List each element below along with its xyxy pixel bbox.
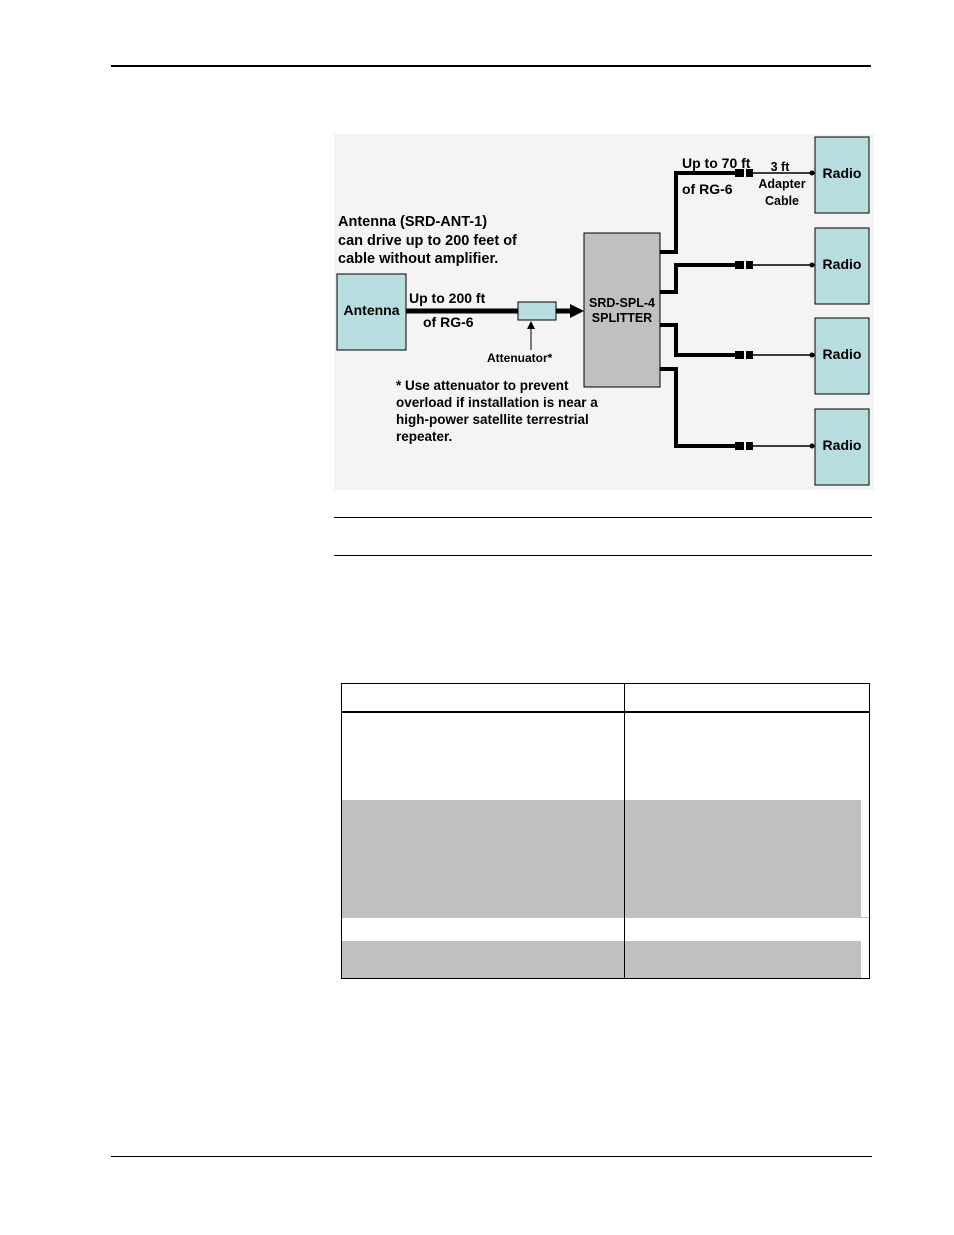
- arrow-to-splitter-icon: [570, 304, 584, 318]
- branch-cable-4: [660, 367, 736, 448]
- footer-rule: [111, 1156, 872, 1157]
- splitter-model: SRD-SPL-4: [589, 296, 655, 310]
- attenuator-label: Attenuator*: [487, 351, 553, 365]
- table-header-cell: [341, 683, 625, 713]
- radio-label-3: Radio: [823, 346, 862, 362]
- attenuator-footnote: * Use attenuator to prevent overload if …: [396, 378, 602, 444]
- table-cell: [624, 918, 870, 941]
- attenuator-box: [517, 301, 557, 321]
- table-cell: [341, 800, 625, 918]
- table-row: [341, 941, 870, 979]
- connector-2: [735, 261, 753, 269]
- attenuator-arrow-icon: [527, 321, 535, 329]
- table-header-row: [341, 683, 870, 713]
- caption-rule-bottom: [334, 555, 872, 556]
- radio-plug-2: [809, 262, 815, 268]
- table-cell: [624, 941, 870, 979]
- table-cell: [341, 712, 625, 800]
- splitter-box: [583, 232, 661, 388]
- radio-label-4: Radio: [823, 437, 862, 453]
- spec-table: [341, 683, 870, 979]
- connector-3: [735, 351, 753, 359]
- branch-cable-type: of RG-6: [682, 181, 733, 197]
- radio-label-1: Radio: [823, 165, 862, 181]
- table-cell: [341, 918, 625, 941]
- radio-label-2: Radio: [823, 256, 862, 272]
- adapter-cable-label: Cable: [765, 194, 799, 208]
- main-cable-length: Up to 200 ft: [409, 290, 486, 306]
- table-row: [341, 918, 870, 941]
- radio-plug-4: [809, 443, 815, 449]
- antenna-label: Antenna: [344, 302, 400, 318]
- header-rule: [111, 65, 871, 67]
- radio-box-4: [814, 408, 870, 486]
- antenna-box: [336, 273, 407, 351]
- branch-cable-2: [660, 263, 736, 294]
- branch-cable-3: [660, 323, 736, 357]
- table-row: [341, 800, 870, 918]
- table-row: [341, 712, 870, 800]
- table-shade-gap: [861, 941, 869, 978]
- connector-4: [735, 442, 753, 450]
- table-cell: [624, 712, 870, 800]
- main-cable-type: of RG-6: [423, 314, 474, 330]
- branch-cable-length: Up to 70 ft: [682, 155, 751, 171]
- antenna-note: Antenna (SRD-ANT-1) can drive up to 200 …: [338, 214, 521, 267]
- radio-box-3: [814, 317, 870, 395]
- radio-plug-3: [809, 352, 815, 358]
- antenna-splitter-diagram: Antenna (SRD-ANT-1) can drive up to 200 …: [334, 134, 874, 490]
- radio-box-1: [814, 136, 870, 214]
- splitter-name: SPLITTER: [592, 311, 652, 325]
- radio-plug-1: [809, 170, 815, 176]
- radio-box-2: [814, 227, 870, 305]
- caption-rule-top: [334, 517, 872, 518]
- table-shade-gap: [861, 799, 869, 917]
- adapter-length: 3 ft: [771, 160, 791, 174]
- table-header-cell: [624, 683, 870, 713]
- table-cell: [341, 941, 625, 979]
- branch-cable-1: [660, 171, 736, 254]
- table-cell: [624, 800, 870, 918]
- connector-1: [735, 169, 753, 177]
- adapter-label: Adapter: [758, 177, 805, 191]
